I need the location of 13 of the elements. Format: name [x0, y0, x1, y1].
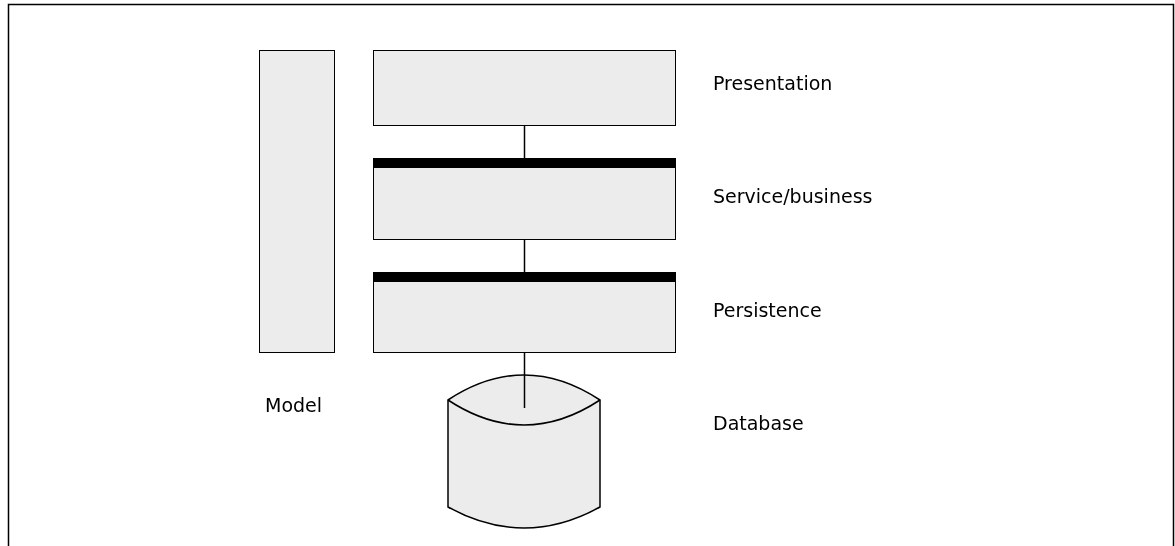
- layer-label: Persistence: [713, 299, 822, 321]
- model-box: [259, 50, 335, 353]
- connector-line: [523, 239, 526, 273]
- database-cylinder: [447, 374, 601, 529]
- layer-label: Model: [265, 394, 323, 416]
- layer-label: Presentation: [713, 72, 833, 94]
- connector-line: [523, 125, 526, 159]
- layer-box: [373, 272, 676, 353]
- layer-label: Database: [713, 412, 804, 434]
- connector-line: [523, 352, 526, 409]
- layer-box: [373, 50, 676, 126]
- layer-label: Service/business: [713, 185, 873, 207]
- layer-box: [373, 158, 676, 240]
